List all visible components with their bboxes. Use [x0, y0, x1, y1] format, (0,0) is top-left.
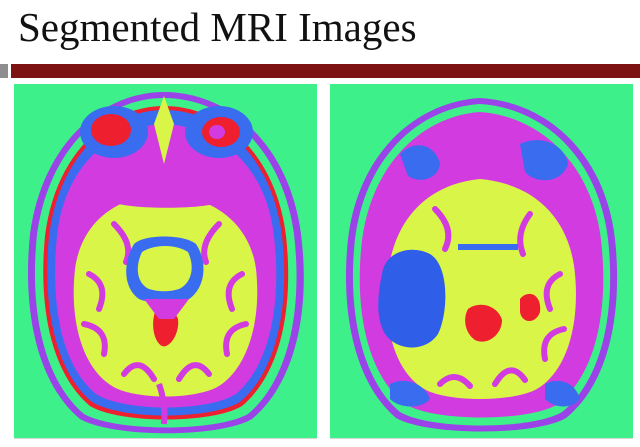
right-eye-core [209, 125, 225, 139]
midline-structure [144, 299, 189, 319]
title-rule-bar [11, 64, 640, 78]
lesion-region [378, 249, 446, 348]
nasal-bone [154, 96, 174, 164]
midbrain-core [137, 246, 192, 292]
occipital-csf-right [545, 380, 580, 407]
left-eye [91, 114, 131, 146]
frontal-csf-left [400, 145, 440, 180]
slide-title: Segmented MRI Images [18, 4, 417, 50]
frontal-csf-right [520, 140, 568, 181]
ventricle-red [465, 304, 502, 342]
title-rule-square [0, 64, 8, 78]
midbrain-core [455, 242, 512, 308]
mri-lesion-svg [330, 84, 633, 438]
mri-image-normal [14, 84, 317, 439]
right-red-spot [520, 293, 541, 321]
midline-band [458, 244, 518, 250]
mri-normal-svg [14, 84, 317, 438]
occipital-fissure [156, 383, 168, 425]
mri-image-lesion [330, 84, 633, 439]
gyri-texture [81, 221, 249, 382]
occipital-csf-left [390, 380, 430, 407]
gyri-texture [432, 206, 567, 389]
